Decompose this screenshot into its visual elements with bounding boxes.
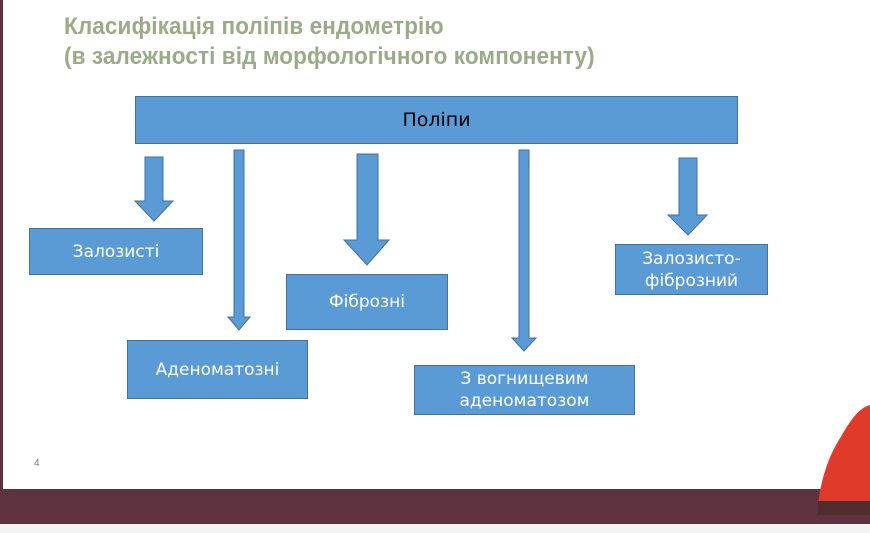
box-glandular: Залозисті bbox=[29, 228, 203, 275]
arrow-down-icon bbox=[666, 157, 709, 236]
box-glandular-fibrous: Залозисто-фіброзний bbox=[615, 244, 768, 295]
root-box-polyps: Поліпи bbox=[135, 96, 738, 144]
arrow-down-icon bbox=[510, 149, 538, 352]
slide-border bbox=[0, 0, 3, 524]
box-focal-adenomatosis: З вогнищевим аденоматозом bbox=[414, 365, 635, 415]
arrow-down-icon bbox=[133, 156, 175, 222]
slide-title: Класифікація поліпів ендометрію (в залеж… bbox=[64, 12, 595, 72]
title-line-2: (в залежності від морфологічного компоне… bbox=[64, 43, 595, 70]
arrow-down-icon bbox=[226, 149, 252, 331]
footer-band bbox=[0, 489, 870, 524]
box-adenomatous: Аденоматозні bbox=[127, 340, 308, 399]
box-fibrous: Фіброзні bbox=[286, 274, 448, 330]
page-number: 4 bbox=[34, 458, 40, 469]
arrow-down-icon bbox=[342, 153, 391, 266]
title-line-1: Класифікація поліпів ендометрію bbox=[64, 13, 444, 40]
presenter-video bbox=[818, 405, 870, 515]
